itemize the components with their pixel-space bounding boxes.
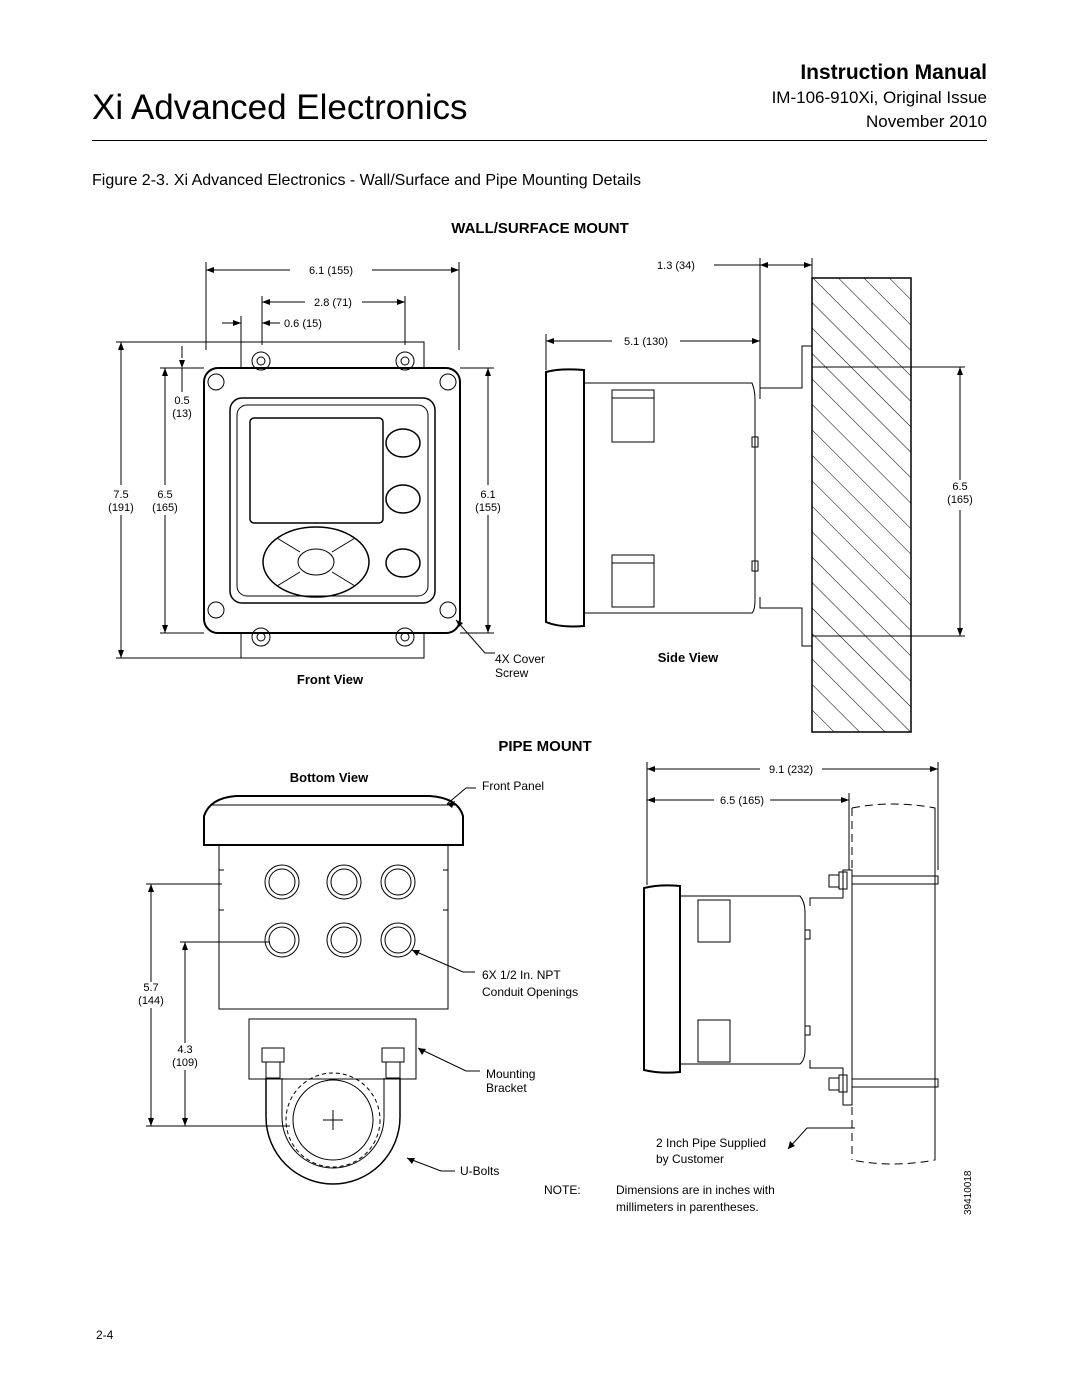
dim-width-total: 6.1 (155) [309, 265, 353, 277]
page-number: 2-4 [96, 1328, 114, 1342]
pipe-side-view-drawing [643, 803, 939, 1165]
dim-height-b-mm: (109) [172, 1057, 198, 1069]
dimension-arrows [118, 262, 963, 1164]
dim-top-offset-mm: (13) [172, 408, 192, 420]
figure-caption: Figure 2-3. Xi Advanced Electronics - Wa… [92, 172, 642, 189]
note-text-1: Dimensions are in inches with [616, 1183, 775, 1197]
dim-bracket-height-mm: (165) [947, 494, 973, 506]
dim-height-b-in: 4.3 [177, 1044, 192, 1056]
note-text-2: millimeters in parentheses. [616, 1200, 759, 1214]
wall-mount-heading: WALL/SURFACE MOUNT [451, 220, 629, 237]
side-view-label: Side View [658, 650, 719, 665]
dim-hole-spacing: 2.8 (71) [314, 297, 352, 309]
bottom-view-drawing [203, 795, 464, 1185]
dim-height-total-mm: (191) [108, 502, 134, 514]
bottom-view-label: Bottom View [290, 770, 369, 785]
dim-height-total-in: 7.5 [113, 489, 128, 501]
front-view-drawing [203, 341, 461, 659]
ubolt-label: U-Bolts [460, 1164, 499, 1178]
dim-top-offset-in: 0.5 [174, 395, 189, 407]
bracket-label-2: Bracket [486, 1081, 527, 1095]
dim-bracket-height-in: 6.5 [952, 481, 967, 493]
drawing-number: 39410018 [963, 1170, 974, 1215]
pipe-label-1: 2 Inch Pipe Supplied [656, 1136, 766, 1150]
manual-date: November 2010 [866, 112, 987, 131]
dim-wall-gap: 1.3 (34) [657, 260, 695, 272]
dim-height-body-mm: (165) [152, 502, 178, 514]
conduit-label-2: Conduit Openings [482, 985, 578, 999]
header-rule [92, 140, 987, 141]
pipe-mount-heading: PIPE MOUNT [498, 738, 591, 755]
note-label: NOTE: [544, 1183, 581, 1197]
pipe-label-2: by Customer [656, 1152, 724, 1166]
dim-pipe-depth: 6.5 (165) [720, 795, 764, 807]
manual-issue: IM-106-910Xi, Original Issue [771, 88, 987, 107]
dim-overall-depth: 9.1 (232) [769, 764, 813, 776]
bracket-label-1: Mounting [486, 1067, 535, 1081]
dim-depth: 5.1 (130) [624, 336, 668, 348]
front-panel-label: Front Panel [482, 779, 544, 793]
front-view-label: Front View [297, 672, 364, 687]
wall-hatch [811, 277, 912, 733]
manual-title: Instruction Manual [800, 61, 987, 84]
dim-height-front-mm: (155) [475, 502, 501, 514]
conduit-label-1: 6X 1/2 In. NPT [482, 968, 561, 982]
cover-screw-label-1: 4X Cover [495, 652, 545, 666]
header-block: Instruction Manual IM-106-910Xi, Origina… [772, 60, 987, 134]
dim-height-front-in: 6.1 [480, 489, 495, 501]
dim-height-a-in: 5.7 [143, 982, 158, 994]
dim-height-a-mm: (144) [138, 995, 164, 1007]
side-view-drawing [545, 345, 813, 647]
dim-hole-offset: 0.6 (15) [284, 318, 322, 330]
cover-screw-label-2: Screw [495, 666, 529, 680]
document-title: Xi Advanced Electronics [92, 88, 468, 127]
dim-height-body-in: 6.5 [157, 489, 172, 501]
